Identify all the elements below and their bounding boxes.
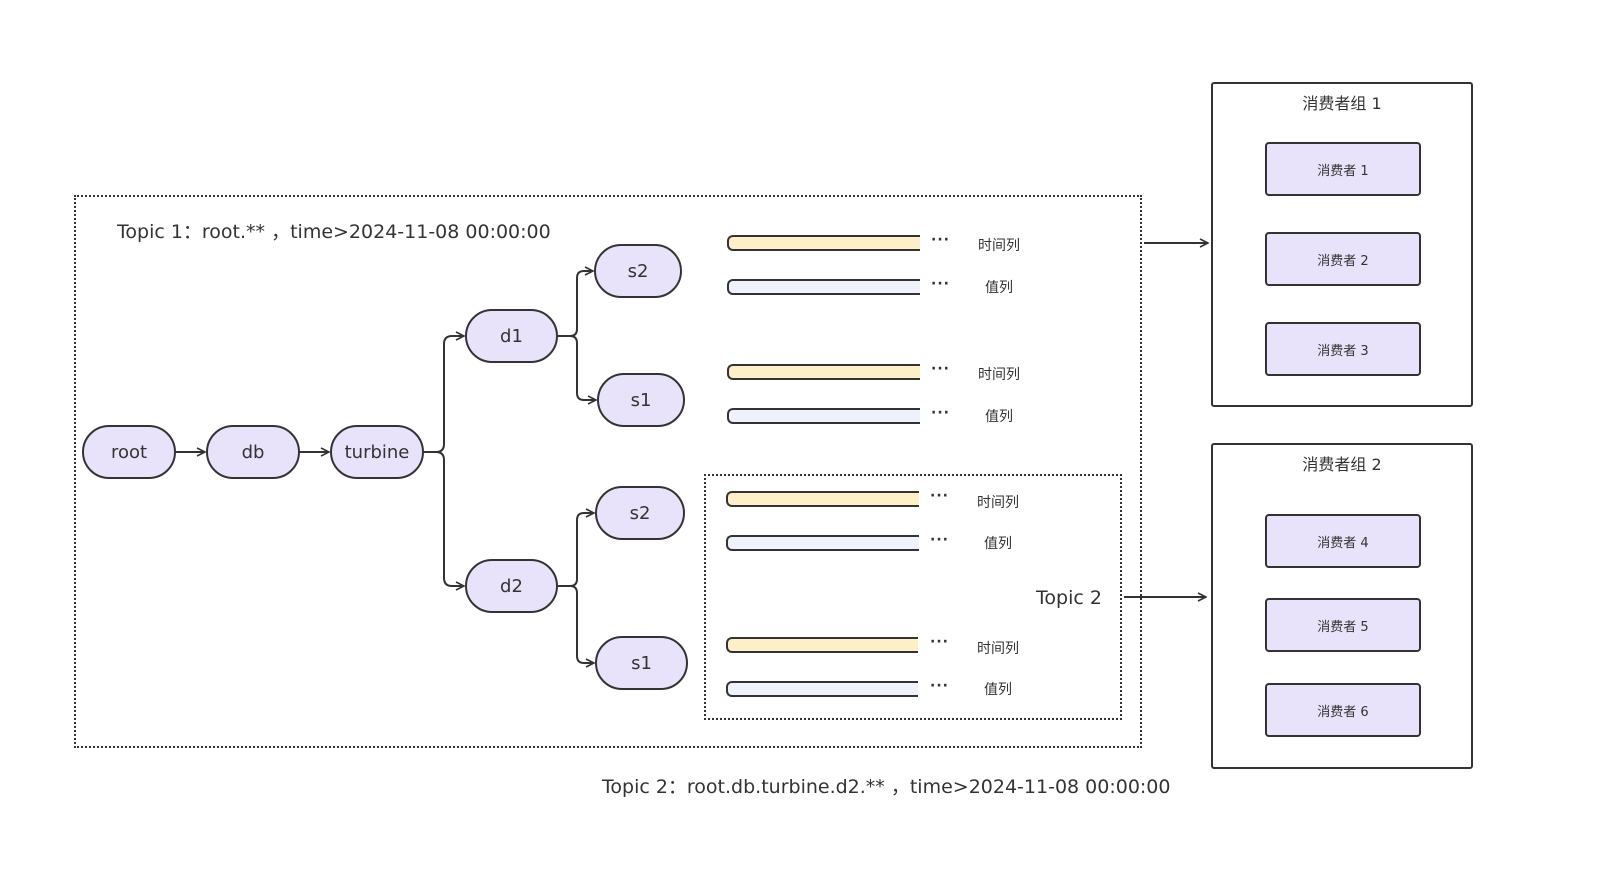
consumer-box: 消费者 4 — [1265, 514, 1421, 568]
time-column-label: 时间列 — [977, 641, 1019, 657]
ellipsis: ··· — [931, 276, 950, 292]
consumer-box: 消费者 5 — [1265, 598, 1421, 652]
value-column-bar — [727, 408, 920, 424]
time-column-bar — [727, 235, 920, 251]
node-d2-s2: s2 — [595, 486, 685, 540]
arrow-d2-s2 — [558, 513, 594, 587]
value-column-label: 值列 — [984, 682, 1012, 698]
topic1-label: Topic 1：root.** ，time>2024-11-08 00:00:0… — [117, 221, 551, 243]
ellipsis: ··· — [931, 405, 950, 421]
arrow-turbine-d2 — [435, 451, 464, 586]
arrow-turbine-d1 — [424, 336, 464, 453]
value-column-bar — [727, 279, 920, 295]
node-d1: d1 — [465, 309, 558, 363]
topic2-caption: Topic 2：root.db.turbine.d2.** ，time>2024… — [602, 776, 1171, 798]
node-db: db — [206, 425, 300, 479]
node-d2-s1: s1 — [595, 636, 688, 690]
arrow-d1-s1 — [569, 335, 596, 400]
consumer-group-2: 消费者组 2 消费者 4 消费者 5 消费者 6 — [1211, 443, 1473, 769]
ellipsis: ··· — [930, 678, 949, 694]
value-column-label: 值列 — [984, 536, 1012, 552]
consumer-group-1: 消费者组 1 消费者 1 消费者 2 消费者 3 — [1211, 82, 1473, 407]
topic1-boundary — [74, 195, 1142, 748]
ellipsis: ··· — [930, 488, 949, 504]
consumer-box: 消费者 2 — [1265, 232, 1421, 286]
time-column-label: 时间列 — [978, 238, 1020, 254]
node-root: root — [82, 425, 176, 479]
ellipsis: ··· — [930, 634, 949, 650]
node-d1-s2: s2 — [594, 244, 682, 298]
value-column-bar — [726, 681, 918, 697]
ellipsis: ··· — [931, 232, 950, 248]
consumer-box: 消费者 1 — [1265, 142, 1421, 196]
value-column-bar — [726, 535, 919, 551]
arrow-d2-s1 — [569, 585, 594, 663]
time-column-label: 时间列 — [977, 495, 1019, 511]
value-column-label: 值列 — [985, 280, 1013, 296]
consumer-group-title: 消费者组 1 — [1302, 94, 1382, 113]
value-column-label: 值列 — [985, 409, 1013, 425]
arrow-d1-s2 — [558, 271, 593, 337]
time-column-bar — [726, 637, 918, 653]
consumer-box: 消费者 6 — [1265, 683, 1421, 737]
node-d2: d2 — [465, 559, 558, 613]
node-d1-s1: s1 — [597, 373, 685, 427]
time-column-label: 时间列 — [978, 367, 1020, 383]
consumer-box: 消费者 3 — [1265, 322, 1421, 376]
consumer-group-title: 消费者组 2 — [1302, 455, 1382, 474]
topic2-label: Topic 2 — [1036, 587, 1102, 609]
time-column-bar — [726, 491, 919, 507]
time-column-bar — [727, 364, 920, 380]
ellipsis: ··· — [930, 532, 949, 548]
topic2-boundary — [704, 474, 1122, 720]
ellipsis: ··· — [931, 361, 950, 377]
node-turbine: turbine — [330, 425, 424, 479]
